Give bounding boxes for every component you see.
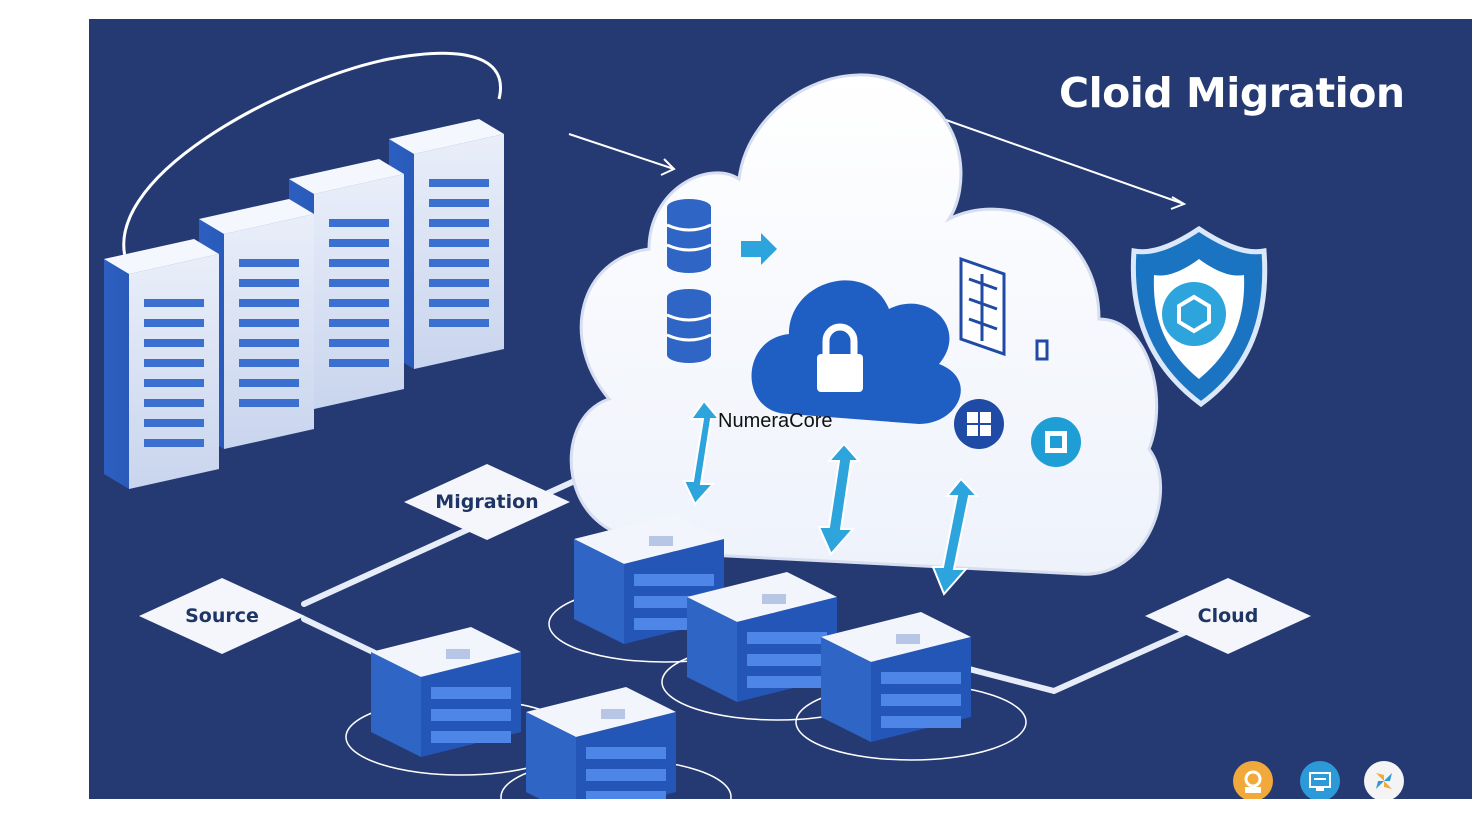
page-title: Cloid Migration [1059, 69, 1405, 117]
server-racks [104, 119, 504, 489]
cloud-label: Cloud [1143, 576, 1313, 656]
migration-label: Migration [402, 462, 572, 542]
flow-arrows [568, 113, 1187, 210]
box-circle-icon [1031, 417, 1081, 467]
watermark-text: NumeraCore [718, 410, 833, 432]
database-icon [666, 199, 712, 363]
migration-label-text: Migration [435, 491, 539, 513]
gear-people-icon [1233, 761, 1273, 799]
source-label-text: Source [185, 605, 259, 627]
shield-icon [1130, 225, 1268, 408]
small-arrow [741, 233, 777, 265]
cable [122, 51, 502, 270]
small-servers [345, 514, 1027, 799]
cloud-lock-icon [751, 280, 961, 424]
source-label: Source [137, 576, 307, 656]
cloud-migration-illustration: Cloid Migration Migration Source Cloud N… [89, 19, 1472, 799]
grid-panel-icon [959, 256, 1049, 361]
sync-arrows [682, 399, 980, 596]
monitor-icon [1300, 761, 1340, 799]
pinwheel-icon [1364, 761, 1404, 799]
cloud-label-text: Cloud [1197, 605, 1259, 627]
server-circle-icon [954, 399, 1004, 449]
illustration-art [104, 51, 1268, 799]
